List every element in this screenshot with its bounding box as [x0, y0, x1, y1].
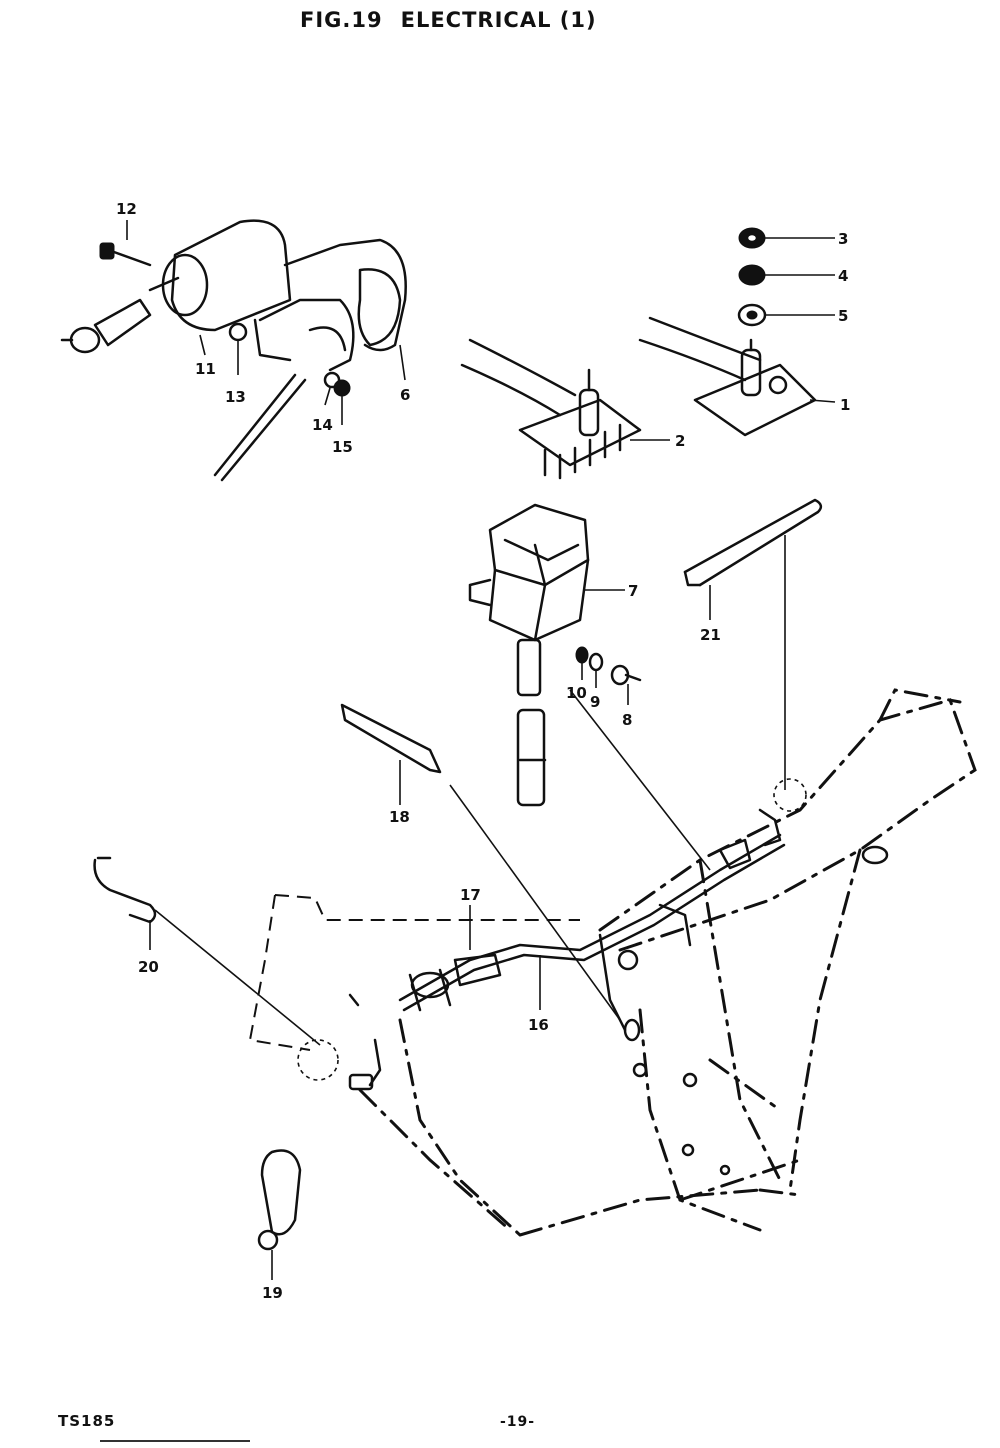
callout-10: 10 — [566, 684, 587, 702]
callout-9: 9 — [590, 693, 600, 711]
figure-number: FIG.19 — [300, 8, 383, 32]
figure-title: ELECTRICAL (1) — [400, 8, 597, 32]
callout-12: 12 — [116, 200, 137, 218]
model-code: TS185 — [58, 1412, 116, 1430]
callout-4: 4 — [838, 267, 848, 285]
callout-5: 5 — [838, 307, 848, 325]
callout-14: 14 — [312, 416, 333, 434]
strap-21 — [683, 498, 823, 587]
strap-18 — [340, 703, 442, 774]
callout-16: 16 — [528, 1016, 549, 1034]
page-title: FIG.19 ELECTRICAL (1) — [300, 8, 620, 32]
callout-labels: 1 2 3 4 5 6 7 8 9 10 11 12 13 14 15 16 1… — [116, 200, 850, 1302]
rectifier-group — [460, 227, 817, 480]
cdi-unit-group — [468, 503, 642, 807]
callout-19: 19 — [262, 1284, 283, 1302]
footer-divider — [100, 1440, 250, 1442]
motorcycle-frame — [248, 688, 977, 1237]
strap-20 — [93, 856, 157, 924]
callout-21: 21 — [700, 626, 721, 644]
wiring-harness — [348, 833, 786, 1091]
page-number: -19- — [500, 1414, 536, 1430]
callout-18: 18 — [389, 808, 410, 826]
callout-8: 8 — [622, 711, 632, 729]
callout-20: 20 — [138, 958, 159, 976]
callout-1: 1 — [840, 396, 850, 414]
callout-17: 17 — [460, 886, 481, 904]
leader-lines — [126, 220, 836, 1280]
ignition-coil-group — [60, 219, 407, 482]
callout-2: 2 — [675, 432, 685, 450]
callout-7: 7 — [628, 582, 638, 600]
callout-6: 6 — [400, 386, 410, 404]
callout-13: 13 — [225, 388, 246, 406]
callout-3: 3 — [838, 230, 848, 248]
callout-11: 11 — [195, 360, 216, 378]
clamp-19 — [257, 1149, 302, 1251]
callout-15: 15 — [332, 438, 353, 456]
